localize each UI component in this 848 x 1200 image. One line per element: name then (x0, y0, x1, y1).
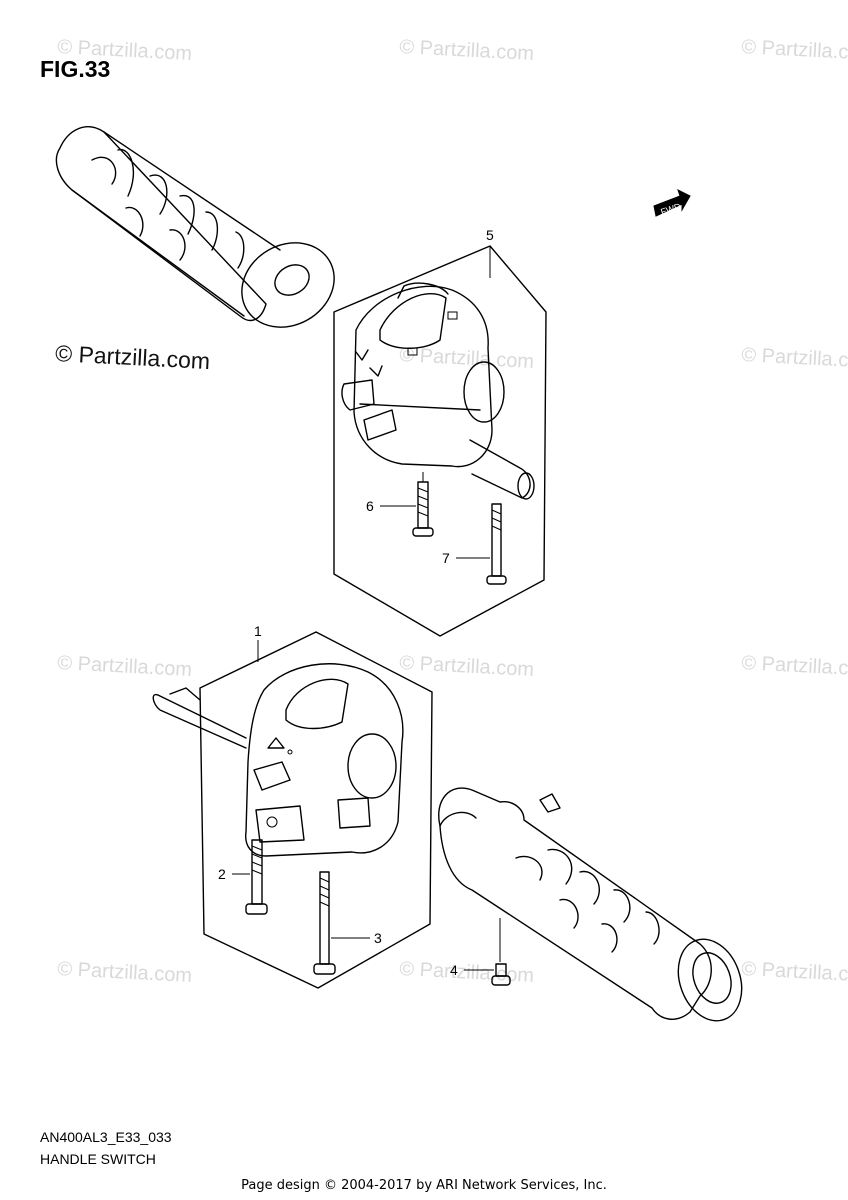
figure-title: FIG.33 (40, 56, 111, 82)
fwd-arrow-icon: FWD (653, 189, 691, 217)
figure-code: AN400AL3_E33_033 (40, 1129, 172, 1145)
assembly-box-lower (199, 631, 433, 989)
right-handle-switch[interactable] (341, 282, 535, 500)
callout-3: 3 (374, 930, 382, 946)
screw-6[interactable] (412, 481, 434, 537)
screw-3[interactable] (313, 871, 336, 975)
figure-name: HANDLE SWITCH (40, 1151, 156, 1167)
callout-7: 7 (442, 550, 450, 566)
assembly-box-upper (333, 245, 547, 637)
left-handle-grip[interactable] (55, 126, 349, 344)
callout-5: 5 (486, 227, 494, 243)
screw-4[interactable] (491, 963, 511, 986)
right-handle-grip[interactable] (438, 787, 753, 1030)
screw-2[interactable] (245, 839, 268, 915)
callout-2: 2 (218, 866, 226, 882)
left-handle-switch[interactable] (152, 663, 404, 857)
callout-1: 1 (254, 623, 262, 639)
callout-4: 4 (450, 962, 458, 978)
callout-6: 6 (366, 498, 374, 514)
screw-7[interactable] (486, 503, 507, 585)
page-footer: Page design © 2004-2017 by ARI Network S… (241, 1178, 607, 1193)
